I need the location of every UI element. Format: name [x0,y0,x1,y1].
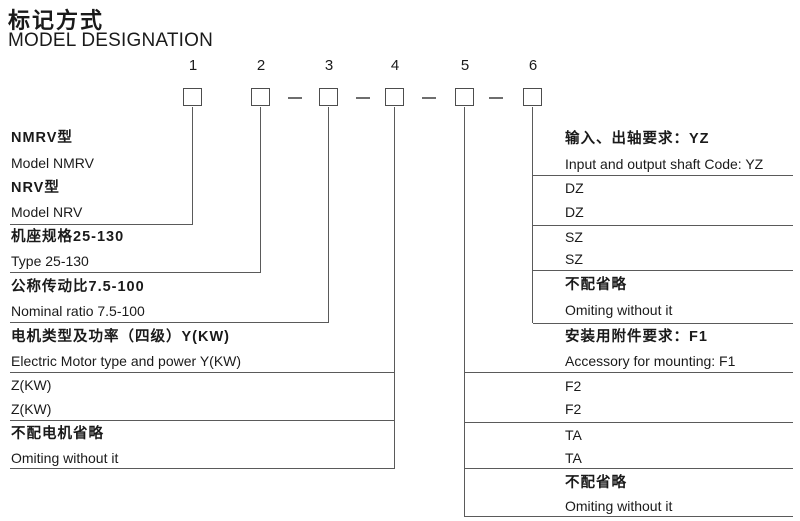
right-row-sz-1: SZ [565,229,583,245]
left-row-zkw-1: Z(KW) [11,377,52,393]
left-row-omit-zh: 不配电机省略 [11,426,104,442]
right-row-shaft-zh: 输入、出轴要求：YZ [565,131,710,147]
position-label-4: 4 [390,57,400,74]
left-row-model-nmrv-zh: NMRV型 [11,130,73,146]
left-row-ratio-zh: 公称传动比7.5-100 [11,279,145,295]
page-title-en: MODEL DESIGNATION [8,30,214,51]
right-hline-1 [533,175,793,176]
code-box-5 [455,88,474,106]
left-hline-5 [10,420,395,421]
right-row-dz-1: DZ [565,180,584,196]
position-label-2: 2 [256,57,266,74]
connector-vline-6 [532,107,533,323]
right-row-accessory-zh: 安装用附件要求：F1 [565,329,708,345]
right-row-dz-2: DZ [565,204,584,220]
separator-dash-2 [356,97,370,99]
right-hline-8 [464,516,793,517]
right-row-omit2-zh: 不配省略 [565,475,627,491]
right-hline-6 [464,422,793,423]
connector-vline-2 [260,107,261,272]
right-row-omit2-en: Omiting without it [565,498,673,514]
left-hline-1 [10,224,193,225]
left-row-type-zh: 机座规格25-130 [11,229,125,245]
right-row-omit1-en: Omiting without it [565,302,673,318]
code-box-3 [319,88,338,106]
left-row-model-nmrv-en: Model NMRV [11,155,94,171]
position-label-3: 3 [324,57,334,74]
right-row-ta-1: TA [565,427,582,443]
right-row-sz-2: SZ [565,251,583,267]
left-row-omit-en: Omiting without it [11,450,119,466]
code-box-1 [183,88,202,106]
right-row-shaft-en: Input and output shaft Code: YZ [565,156,764,172]
left-row-motor-zh: 电机类型及功率（四级）Y(KW) [11,329,230,345]
right-row-omit1-zh: 不配省略 [565,277,627,293]
code-box-6 [523,88,542,106]
connector-vline-3 [328,107,329,322]
separator-dash-4 [489,97,503,99]
left-row-type-en: Type 25-130 [11,253,89,269]
left-row-motor-en: Electric Motor type and power Y(KW) [11,353,242,369]
position-label-1: 1 [188,57,198,74]
right-hline-2 [533,225,793,226]
connector-vline-1 [192,107,193,224]
left-row-zkw-2: Z(KW) [11,401,52,417]
position-label-5: 5 [460,57,470,74]
left-row-model-nrv-zh: NRV型 [11,180,60,196]
left-hline-6 [10,468,395,469]
left-row-ratio-en: Nominal ratio 7.5-100 [11,303,145,319]
right-row-f2-2: F2 [565,401,582,417]
right-row-accessory-en: Accessory for mounting: F1 [565,353,736,369]
left-hline-2 [10,272,261,273]
left-hline-3 [10,322,329,323]
page-title-zh: 标记方式 [8,8,105,33]
code-box-4 [385,88,404,106]
connector-vline-5 [464,107,465,516]
code-box-2 [251,88,270,106]
right-hline-4 [533,323,793,324]
right-hline-7 [464,468,793,469]
connector-vline-4 [394,107,395,468]
separator-dash-3 [422,97,436,99]
right-row-f2-1: F2 [565,378,582,394]
left-hline-4 [10,372,395,373]
position-label-6: 6 [528,57,538,74]
right-hline-3 [533,270,793,271]
left-row-model-nrv-en: Model NRV [11,204,83,220]
right-row-ta-2: TA [565,450,582,466]
right-hline-5 [464,372,793,373]
separator-dash-1 [288,97,302,99]
